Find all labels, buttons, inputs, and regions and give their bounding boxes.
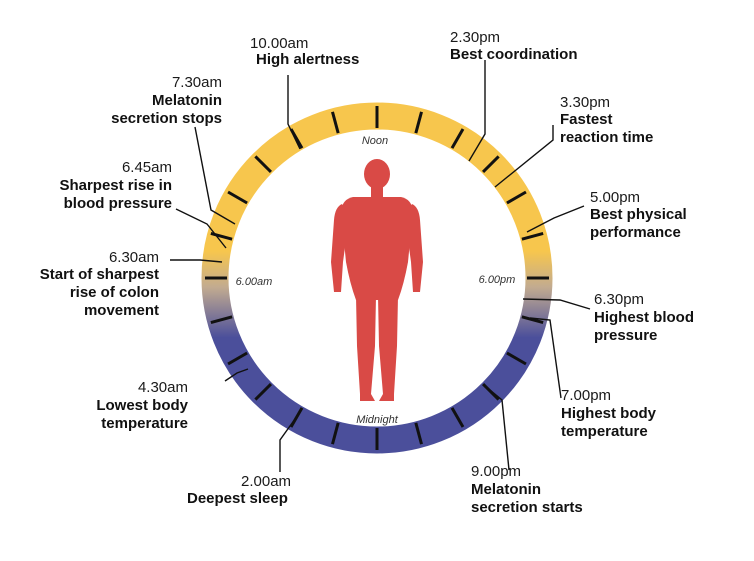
event-annotations: 10.00am High alertness 2.30pm Best coord… bbox=[40, 29, 694, 516]
event-label: performance bbox=[590, 224, 681, 241]
event-time: 3.30pm bbox=[560, 94, 610, 111]
event-label: temperature bbox=[101, 415, 188, 432]
event-label: secretion starts bbox=[471, 499, 583, 516]
figure-neck bbox=[371, 186, 383, 198]
event-label: Sharpest rise in bbox=[59, 177, 172, 194]
hour-tick bbox=[254, 383, 272, 401]
figure-left-leg bbox=[356, 296, 376, 401]
hour-ticks bbox=[205, 106, 549, 450]
event-time: 5.00pm bbox=[590, 189, 640, 206]
event-label: High alertness bbox=[256, 51, 359, 68]
hour-tick bbox=[506, 190, 527, 205]
figure-left-arm bbox=[331, 204, 349, 292]
event-label: Melatonin bbox=[152, 92, 222, 109]
leader-line-5pm bbox=[526, 205, 585, 233]
midnight-label: Midnight bbox=[356, 414, 399, 426]
event-time: 10.00am bbox=[250, 35, 308, 52]
event-label: Best physical bbox=[590, 206, 687, 223]
hour-tick bbox=[331, 111, 340, 134]
figure-torso bbox=[341, 197, 413, 300]
event-label: Start of sharpest bbox=[40, 266, 159, 283]
event-label: pressure bbox=[594, 327, 657, 344]
event-label: temperature bbox=[561, 423, 648, 440]
figure-right-leg bbox=[378, 296, 398, 401]
hour-tick bbox=[450, 128, 465, 149]
event-label: Highest blood bbox=[594, 309, 694, 326]
leader-line-645am bbox=[175, 208, 227, 249]
leader-line-630am bbox=[170, 259, 223, 263]
noon-label: Noon bbox=[362, 135, 388, 147]
event-label: Best coordination bbox=[450, 46, 578, 63]
hour-tick bbox=[450, 407, 465, 428]
leader-line-2am bbox=[279, 411, 301, 472]
hour-tick bbox=[254, 155, 272, 173]
figure-head bbox=[364, 159, 390, 189]
hour-tick bbox=[414, 422, 423, 445]
event-label: Fastest bbox=[560, 111, 613, 128]
leader-line-10am bbox=[287, 75, 301, 150]
leader-line-230pm bbox=[468, 60, 486, 162]
event-time: 6.30am bbox=[109, 249, 159, 266]
leader-line-630pm bbox=[522, 298, 591, 310]
event-label: reaction time bbox=[560, 129, 653, 146]
event-time: 9.00pm bbox=[471, 463, 521, 480]
figure-right-arm bbox=[405, 204, 423, 292]
event-time: 4.30am bbox=[138, 379, 188, 396]
event-time: 6.45am bbox=[122, 159, 172, 176]
hour-tick bbox=[227, 190, 248, 205]
hour-tick bbox=[227, 351, 248, 366]
event-time: 7.30am bbox=[172, 74, 222, 91]
event-label: Lowest body bbox=[96, 397, 188, 414]
hour-tick bbox=[289, 128, 304, 149]
event-time: 2.30pm bbox=[450, 29, 500, 46]
hour-tick bbox=[482, 155, 500, 173]
event-label: Highest body bbox=[561, 405, 657, 422]
event-time: 2.00am bbox=[241, 473, 291, 490]
event-label: Deepest sleep bbox=[187, 490, 288, 507]
event-label: rise of colon bbox=[70, 284, 159, 301]
hour-tick bbox=[506, 351, 527, 366]
leader-lines bbox=[170, 60, 591, 472]
hour-tick bbox=[414, 111, 423, 134]
leader-line-7pm bbox=[529, 317, 562, 399]
human-body-figure bbox=[331, 159, 423, 401]
hour-tick bbox=[210, 315, 233, 324]
event-label: movement bbox=[84, 302, 159, 319]
six-pm-label: 6.00pm bbox=[479, 274, 516, 286]
leader-line-330pm bbox=[494, 125, 554, 188]
hour-tick bbox=[521, 315, 544, 324]
six-am-label: 6.00am bbox=[236, 276, 273, 288]
hour-tick bbox=[521, 232, 544, 241]
event-label: blood pressure bbox=[64, 195, 172, 212]
leader-line-9pm bbox=[489, 389, 510, 471]
leader-line-430am bbox=[224, 368, 249, 382]
hour-tick bbox=[482, 383, 500, 401]
event-label: secretion stops bbox=[111, 110, 222, 127]
event-time: 7.00pm bbox=[561, 387, 611, 404]
event-time: 6.30pm bbox=[594, 291, 644, 308]
leader-line-730am bbox=[194, 126, 236, 225]
hour-tick bbox=[331, 422, 340, 445]
event-label: Melatonin bbox=[471, 481, 541, 498]
